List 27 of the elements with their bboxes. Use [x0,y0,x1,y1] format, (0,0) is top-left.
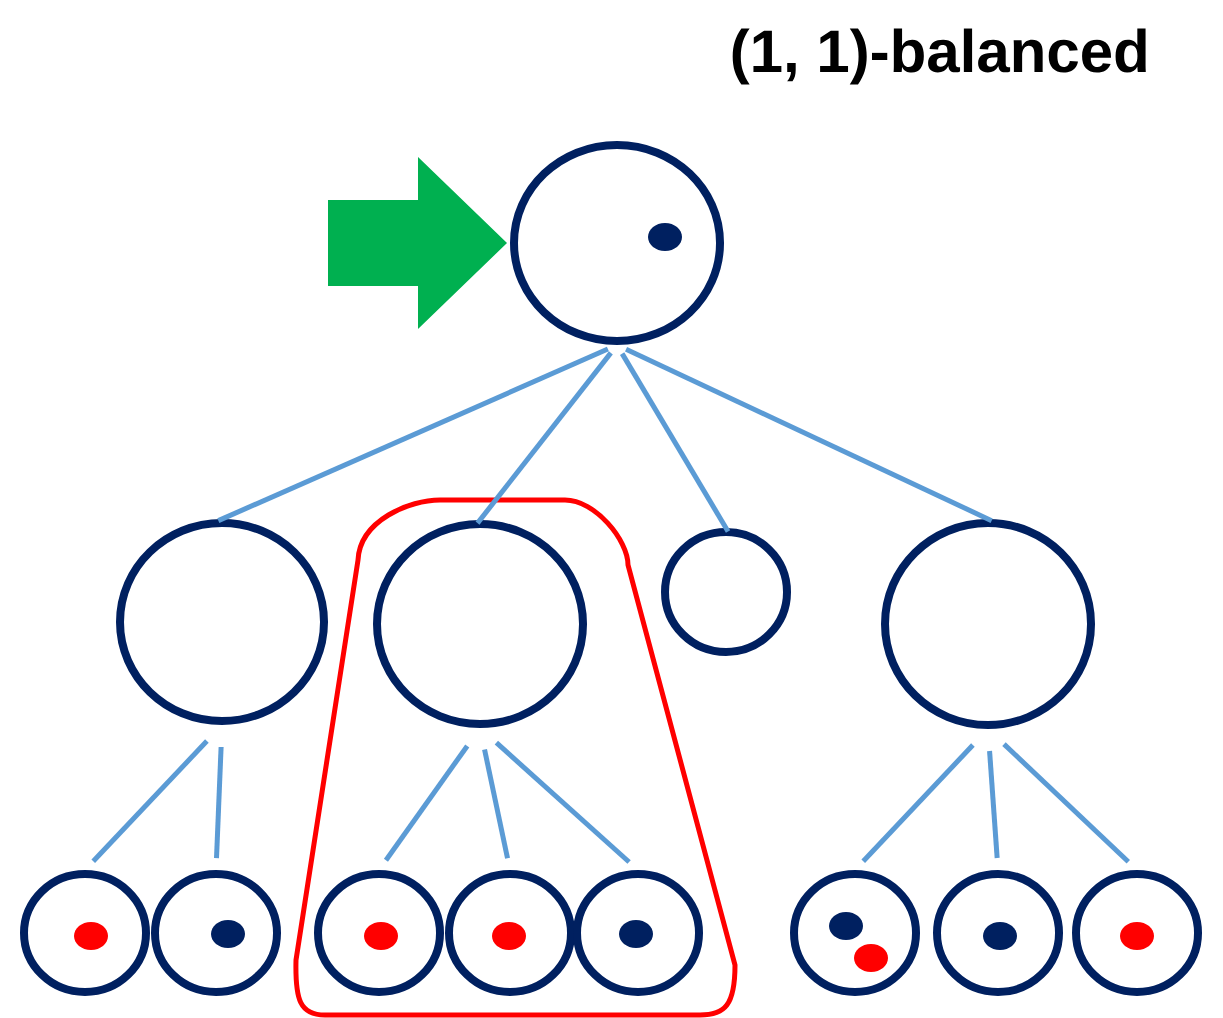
circle [1072,870,1202,996]
circle [314,870,444,996]
connector-line [1002,742,1130,864]
circle [116,519,328,725]
connector-line [494,740,631,864]
circle [445,870,575,996]
circle [373,520,587,728]
connector-line [482,749,510,859]
connector-line [625,347,993,523]
connector-line [475,351,613,525]
circle [933,870,1063,996]
connector-line [987,750,1000,859]
block-arrow [328,157,507,329]
circle [573,870,703,996]
connector-line [620,352,731,533]
connector-line [383,744,470,862]
circle [790,870,920,996]
circle [881,519,1095,729]
connector-line [214,746,224,859]
circle [510,141,724,345]
title: (1, 1)-balanced [732,28,1146,85]
circle [20,870,150,996]
circle [151,870,281,996]
connector-line [861,743,975,863]
connector-line [91,739,209,863]
connector-line [217,346,609,523]
circle [661,528,791,656]
